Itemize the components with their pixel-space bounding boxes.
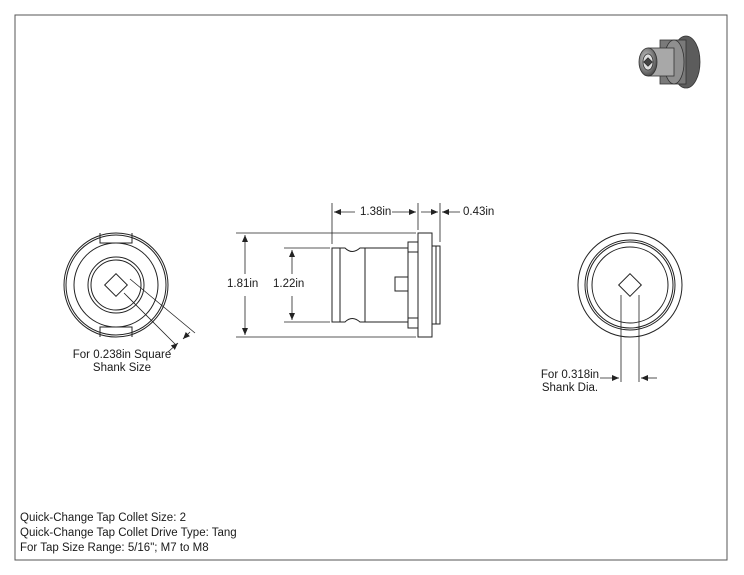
square-callout-line-1: For 0.238in Square <box>72 349 172 361</box>
shank-dia-callout: For 0.318in Shank Dia. <box>530 369 610 395</box>
note-tap-range: For Tap Size Range: 5/16"; M7 to M8 <box>20 542 209 554</box>
side-view <box>331 232 441 338</box>
isometric-thumbnail <box>638 35 701 89</box>
left-end-view <box>63 232 196 353</box>
note-drive-type: Quick-Change Tap Collet Drive Type: Tang <box>20 527 237 539</box>
square-callout-line-2: Shank Size <box>92 362 152 374</box>
outer-diameter-label: 1.81in <box>227 278 259 290</box>
square-shank-callout: For 0.238in Square Shank Size <box>52 349 192 375</box>
flange-width-label: 0.43in <box>463 206 495 218</box>
shank-callout-line-2: Shank Dia. <box>541 382 599 394</box>
spec-notes: Quick-Change Tap Collet Size: 2 Quick-Ch… <box>20 511 237 556</box>
body-diameter-label: 1.22in <box>273 278 305 290</box>
shank-callout-line-1: For 0.318in <box>540 369 600 381</box>
drawing-border <box>14 14 728 561</box>
note-collet-size: Quick-Change Tap Collet Size: 2 <box>20 512 186 524</box>
side-view-dimensions <box>236 203 460 338</box>
right-end-view <box>577 232 683 382</box>
overall-length-label: 1.38in <box>360 206 392 218</box>
